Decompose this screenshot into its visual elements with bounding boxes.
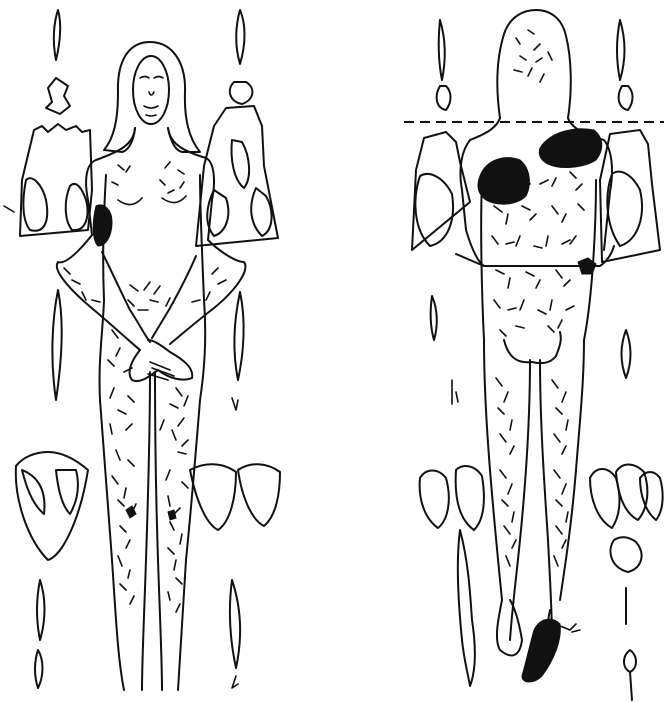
- back-view: [404, 10, 664, 700]
- back-left-goods: [412, 20, 484, 686]
- back-head: [497, 10, 570, 118]
- front-head: [104, 42, 200, 152]
- front-left-goods: [4, 10, 92, 688]
- front-view: [4, 10, 280, 690]
- back-body-markings: [492, 172, 584, 566]
- front-arms: [57, 235, 246, 381]
- back-body-outline: [460, 118, 612, 670]
- front-right-goods: [190, 10, 280, 688]
